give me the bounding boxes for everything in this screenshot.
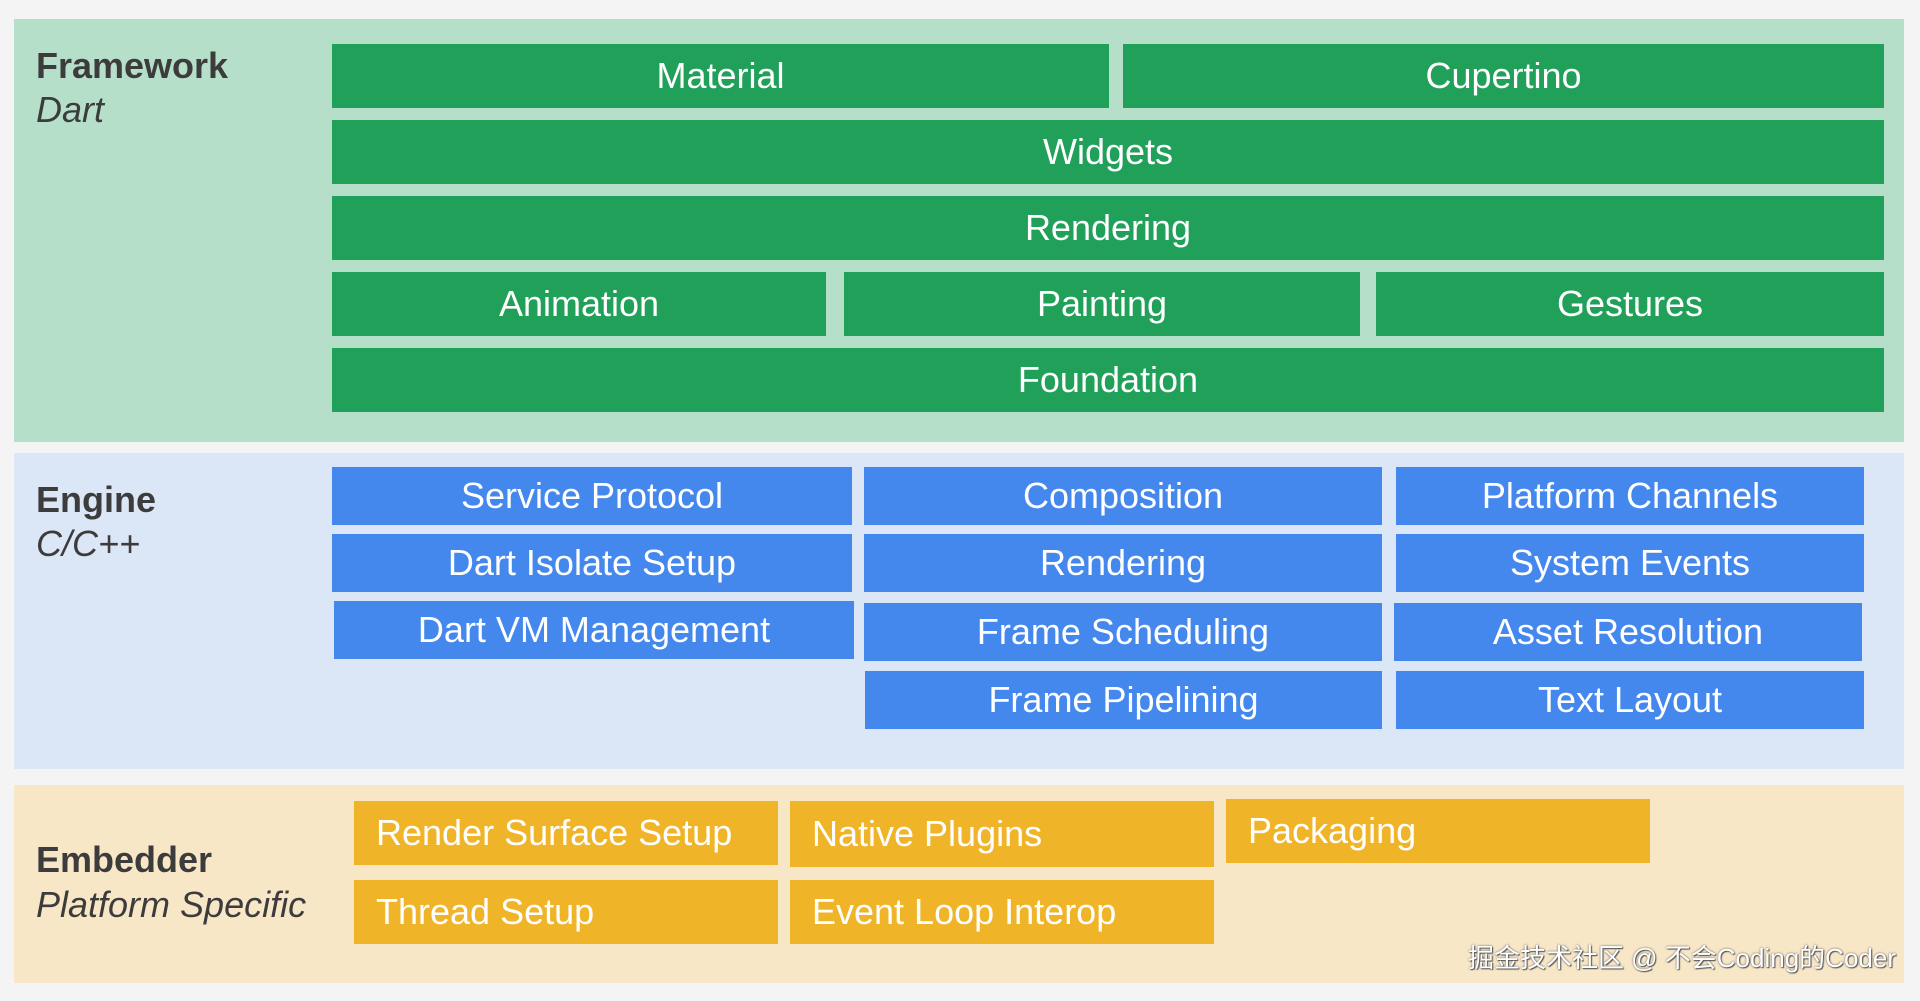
framework-title: Framework <box>36 45 229 86</box>
embedder-block-render-surface-setup: Render Surface Setup <box>354 801 778 865</box>
engine-block-frame-pipelining: Frame Pipelining <box>865 671 1382 729</box>
embedder-language: Platform Specific <box>36 884 307 925</box>
embedder-block-packaging: Packaging <box>1226 799 1650 863</box>
embedder-title: Embedder <box>36 839 213 880</box>
engine-block-system-events: System Events <box>1396 534 1864 592</box>
framework-block-animation: Animation <box>332 272 826 336</box>
engine-layer: Engine C/C++ Service Protocol Dart Isola… <box>14 453 1904 769</box>
framework-block-widgets: Widgets <box>332 120 1884 184</box>
embedder-layer: Embedder Platform Specific Render Surfac… <box>14 785 1904 983</box>
engine-block-dart-isolate-setup: Dart Isolate Setup <box>332 534 852 592</box>
embedder-block-native-plugins: Native Plugins <box>790 801 1214 867</box>
engine-block-frame-scheduling: Frame Scheduling <box>864 603 1382 661</box>
engine-block-text-layout: Text Layout <box>1396 671 1864 729</box>
framework-block-cupertino: Cupertino <box>1123 44 1884 108</box>
engine-language: C/C++ <box>36 523 141 564</box>
framework-block-rendering: Rendering <box>332 196 1884 260</box>
framework-block-painting: Painting <box>844 272 1360 336</box>
engine-block-dart-vm-management: Dart VM Management <box>334 601 854 659</box>
engine-title: Engine <box>36 479 157 520</box>
framework-block-foundation: Foundation <box>332 348 1884 412</box>
embedder-block-thread-setup: Thread Setup <box>354 880 778 944</box>
watermark: 掘金技术社区 @ 不会Coding的Coder <box>1467 943 1896 973</box>
framework-block-gestures: Gestures <box>1376 272 1884 336</box>
framework-block-material: Material <box>332 44 1109 108</box>
engine-block-platform-channels: Platform Channels <box>1396 467 1864 525</box>
framework-layer: Framework Dart Material Cupertino Widget… <box>14 19 1904 442</box>
engine-block-composition: Composition <box>864 467 1382 525</box>
engine-block-asset-resolution: Asset Resolution <box>1394 603 1862 661</box>
framework-language: Dart <box>36 89 105 130</box>
embedder-block-event-loop-interop: Event Loop Interop <box>790 880 1214 944</box>
engine-block-rendering: Rendering <box>864 534 1382 592</box>
engine-block-service-protocol: Service Protocol <box>332 467 852 525</box>
